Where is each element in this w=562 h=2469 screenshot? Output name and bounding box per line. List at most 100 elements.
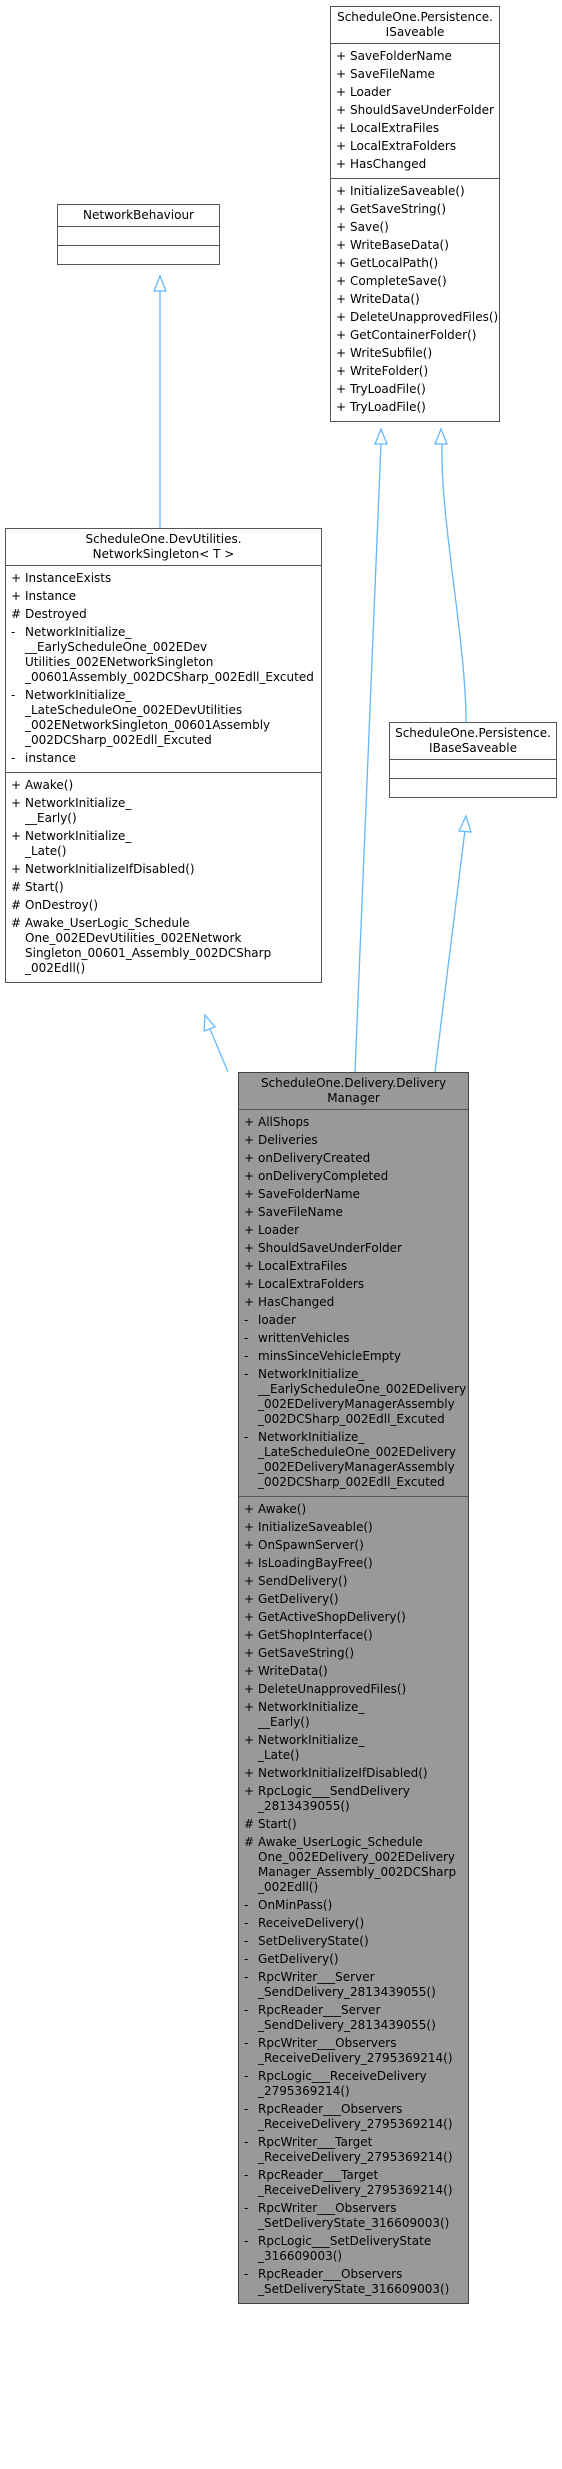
operation-item[interactable]: -RpcLogic___ReceiveDelivery_2795369214() <box>244 2069 463 2099</box>
operation-item[interactable]: -RpcLogic___SetDeliveryState_316609003() <box>244 2234 463 2264</box>
attribute-item[interactable]: +SaveFolderName <box>336 49 494 64</box>
attribute-item[interactable]: -NetworkInitialize___EarlyScheduleOne_00… <box>11 625 316 685</box>
attribute-item[interactable]: +HasChanged <box>336 157 494 172</box>
operation-item[interactable]: -RpcWriter___Observers_SetDeliveryState_… <box>244 2201 463 2231</box>
operation-item[interactable]: +GetDelivery() <box>244 1592 463 1607</box>
operation-item[interactable]: +GetShopInterface() <box>244 1628 463 1643</box>
attribute-item[interactable]: -minsSinceVehicleEmpty <box>244 1349 463 1364</box>
operation-item[interactable]: +NetworkInitializeIfDisabled() <box>11 862 316 877</box>
member-name-line: TryLoadFile() <box>350 400 426 414</box>
attribute-item[interactable]: -NetworkInitialize___EarlyScheduleOne_00… <box>244 1367 466 1427</box>
attribute-item[interactable]: -NetworkInitialize__LateScheduleOne_002E… <box>11 688 316 748</box>
operation-item[interactable]: -SetDeliveryState() <box>244 1934 463 1949</box>
attribute-item[interactable]: +LocalExtraFiles <box>336 121 494 136</box>
operation-item[interactable]: -ReceiveDelivery() <box>244 1916 463 1931</box>
operation-item[interactable]: +OnSpawnServer() <box>244 1538 463 1553</box>
operation-item[interactable]: -GetDelivery() <box>244 1952 463 1967</box>
operation-item[interactable]: +RpcLogic___SendDelivery_2813439055() <box>244 1784 463 1814</box>
attribute-item[interactable]: +SaveFolderName <box>244 1187 463 1202</box>
operation-item[interactable]: +DeleteUnapprovedFiles() <box>244 1682 463 1697</box>
operation-item[interactable]: +TryLoadFile() <box>336 400 494 415</box>
member-name-line: _ReceiveDelivery_2795369214() <box>258 2051 453 2065</box>
operation-item[interactable]: -RpcReader___Target_ReceiveDelivery_2795… <box>244 2168 463 2198</box>
operation-item[interactable]: +CompleteSave() <box>336 274 494 289</box>
operation-item[interactable]: +InitializeSaveable() <box>244 1520 463 1535</box>
operation-item[interactable]: -RpcWriter___Target_ReceiveDelivery_2795… <box>244 2135 463 2165</box>
operation-item[interactable]: -RpcReader___Server_SendDelivery_2813439… <box>244 2003 463 2033</box>
attribute-item[interactable]: #Destroyed <box>11 607 316 622</box>
member-name-line: _SetDeliveryState_316609003() <box>258 2282 450 2296</box>
operation-item[interactable]: +NetworkInitialize__Late() <box>244 1733 463 1763</box>
visibility-marker: + <box>11 796 22 810</box>
attribute-item[interactable]: +InstanceExists <box>11 571 316 586</box>
operation-item[interactable]: #OnDestroy() <box>11 898 316 913</box>
member-name: LocalExtraFolders <box>350 139 456 154</box>
attribute-item[interactable]: -loader <box>244 1313 463 1328</box>
attribute-item[interactable]: +Deliveries <box>244 1133 463 1148</box>
operation-item[interactable]: +WriteData() <box>244 1664 463 1679</box>
operation-item[interactable]: #Start() <box>11 880 316 895</box>
attribute-item[interactable]: +LocalExtraFolders <box>336 139 494 154</box>
class-networkbehaviour[interactable]: NetworkBehaviour <box>57 204 220 265</box>
operation-item[interactable]: +Save() <box>336 220 494 235</box>
member-name-line: Instance <box>25 589 77 603</box>
operation-item[interactable]: +WriteBaseData() <box>336 238 494 253</box>
attribute-item[interactable]: +SaveFileName <box>244 1205 463 1220</box>
attribute-item[interactable]: +Loader <box>244 1223 463 1238</box>
visibility-marker: + <box>244 1259 255 1273</box>
attribute-item[interactable]: +ShouldSaveUnderFolder <box>244 1241 463 1256</box>
member-name-line: _002EDeliveryManagerAssembly <box>258 1397 455 1411</box>
attribute-item[interactable]: +HasChanged <box>244 1295 463 1310</box>
member-name-line: NetworkInitialize_ <box>258 1733 365 1747</box>
operation-item[interactable]: -OnMinPass() <box>244 1898 463 1913</box>
operation-item[interactable]: +GetContainerFolder() <box>336 328 494 343</box>
visibility-marker: + <box>244 1133 255 1147</box>
member-name-line: NetworkInitialize_ <box>25 688 132 702</box>
interface-ibasesaveable[interactable]: ScheduleOne.Persistence.IBaseSaveable <box>389 722 557 798</box>
operation-item[interactable]: -RpcReader___Observers_SetDeliveryState_… <box>244 2267 463 2297</box>
operation-item[interactable]: +NetworkInitialize___Early() <box>11 796 316 826</box>
operation-item[interactable]: +WriteData() <box>336 292 494 307</box>
operation-item[interactable]: +NetworkInitialize___Early() <box>244 1700 463 1730</box>
attribute-item[interactable]: +AllShops <box>244 1115 463 1130</box>
operation-item[interactable]: +Awake() <box>244 1502 463 1517</box>
attribute-item[interactable]: +onDeliveryCreated <box>244 1151 463 1166</box>
operation-item[interactable]: +GetSaveString() <box>336 202 494 217</box>
attribute-item[interactable]: -NetworkInitialize__LateScheduleOne_002E… <box>244 1430 463 1490</box>
attribute-item[interactable]: +ShouldSaveUnderFolder <box>336 103 494 118</box>
operation-item[interactable]: +IsLoadingBayFree() <box>244 1556 463 1571</box>
operation-item[interactable]: -RpcWriter___Server_SendDelivery_2813439… <box>244 1970 463 2000</box>
attribute-item[interactable]: +LocalExtraFolders <box>244 1277 463 1292</box>
operation-item[interactable]: +GetLocalPath() <box>336 256 494 271</box>
visibility-marker: + <box>244 1295 255 1309</box>
attribute-item[interactable]: +SaveFileName <box>336 67 494 82</box>
attribute-item[interactable]: +LocalExtraFiles <box>244 1259 463 1274</box>
operation-item[interactable]: #Start() <box>244 1817 463 1832</box>
operation-item[interactable]: +GetSaveString() <box>244 1646 463 1661</box>
member-name-line: WriteBaseData() <box>350 238 449 252</box>
operation-item[interactable]: +TryLoadFile() <box>336 382 494 397</box>
operation-item[interactable]: -RpcReader___Observers_ReceiveDelivery_2… <box>244 2102 463 2132</box>
attribute-item[interactable]: -writtenVehicles <box>244 1331 463 1346</box>
operation-item[interactable]: +WriteSubfile() <box>336 346 494 361</box>
operation-item[interactable]: +InitializeSaveable() <box>336 184 494 199</box>
operation-item[interactable]: +GetActiveShopDelivery() <box>244 1610 463 1625</box>
operation-item[interactable]: +NetworkInitializeIfDisabled() <box>244 1766 463 1781</box>
member-name-line: _316609003() <box>258 2249 343 2263</box>
visibility-marker: - <box>244 1952 249 1966</box>
interface-isaveable[interactable]: ScheduleOne.Persistence.ISaveable+SaveFo… <box>330 6 500 422</box>
attribute-item[interactable]: +Instance <box>11 589 316 604</box>
operation-item[interactable]: +Awake() <box>11 778 316 793</box>
operation-item[interactable]: -RpcWriter___Observers_ReceiveDelivery_2… <box>244 2036 463 2066</box>
operation-item[interactable]: +NetworkInitialize__Late() <box>11 829 316 859</box>
operation-item[interactable]: +SendDelivery() <box>244 1574 463 1589</box>
attribute-item[interactable]: -instance <box>11 751 316 766</box>
attribute-item[interactable]: +onDeliveryCompleted <box>244 1169 463 1184</box>
operation-item[interactable]: +WriteFolder() <box>336 364 494 379</box>
attribute-item[interactable]: +Loader <box>336 85 494 100</box>
operation-item[interactable]: +DeleteUnapprovedFiles() <box>336 310 498 325</box>
class-networksingleton[interactable]: ScheduleOne.DevUtilities.NetworkSingleto… <box>5 528 322 983</box>
